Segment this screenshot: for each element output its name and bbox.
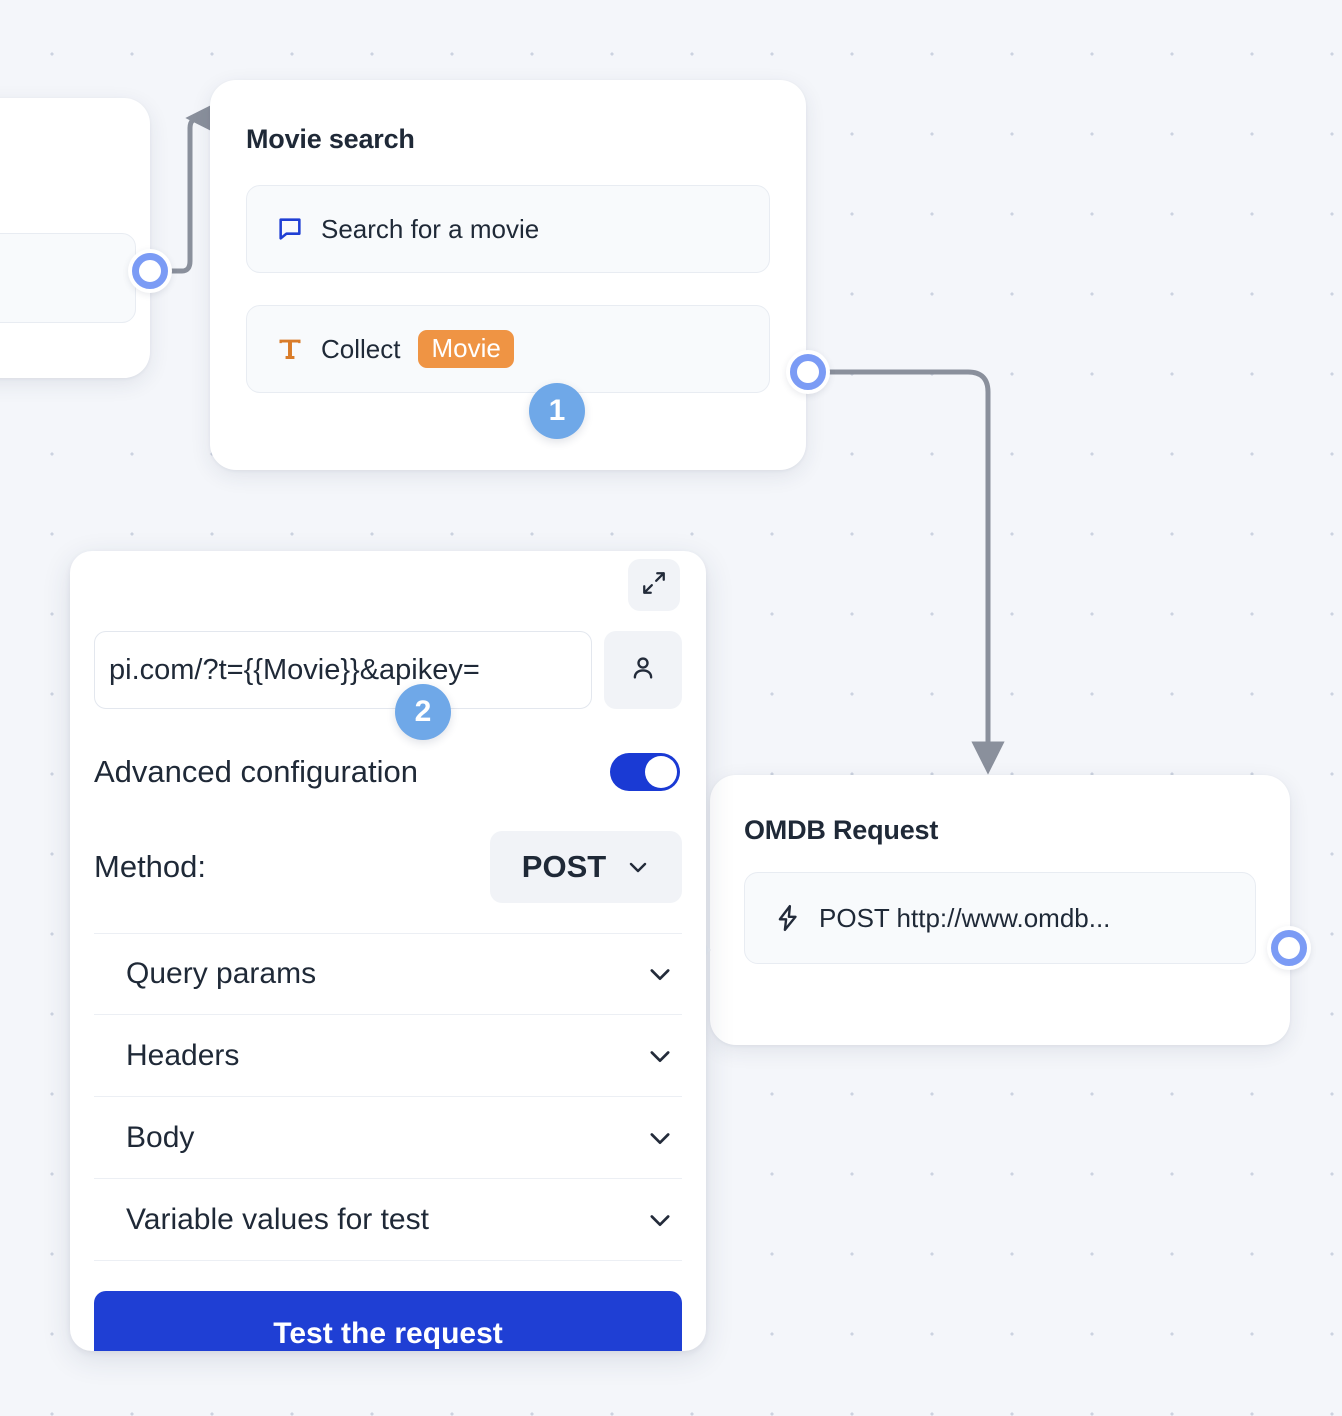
node-row-post-request[interactable]: POST http://www.omdb... <box>744 872 1256 964</box>
chevron-down-icon <box>626 855 650 879</box>
node-row-label: Search for a movie <box>321 213 540 244</box>
connector-left-to-movie-search <box>169 101 219 274</box>
section-variable-values-for-test[interactable]: Variable values for test <box>94 1179 682 1261</box>
request-config-panel[interactable]: pi.com/?t={{Movie}}&apikey= Advanced con… <box>70 551 706 1351</box>
advanced-configuration-toggle[interactable] <box>610 753 680 791</box>
node-title: Movie search <box>246 124 415 154</box>
section-label: Headers <box>126 1038 240 1072</box>
section-label: Variable values for test <box>126 1202 429 1236</box>
test-the-request-button[interactable]: Test the request <box>94 1291 682 1351</box>
partial-node-row[interactable] <box>0 233 136 323</box>
variable-tag-movie[interactable]: Movie <box>418 330 514 368</box>
node-row-label: Collect <box>321 333 401 364</box>
method-label: Method: <box>94 849 207 884</box>
lightning-bolt-icon <box>773 903 803 933</box>
text-t-icon <box>275 334 305 364</box>
node-row-collect-movie[interactable]: Collect Movie <box>246 305 770 393</box>
node-movie-search[interactable]: Movie search Search for a movie Collect … <box>210 80 806 470</box>
connector-movie-search-to-omdb <box>827 369 1005 775</box>
credentials-button[interactable] <box>604 631 682 709</box>
config-sections: Query params Headers Body Variable value… <box>94 933 682 1261</box>
method-select[interactable]: POST <box>490 831 682 903</box>
port-omdb-request-output[interactable] <box>1267 926 1311 970</box>
request-url-input[interactable]: pi.com/?t={{Movie}}&apikey= <box>94 631 592 709</box>
node-row-search-for-a-movie[interactable]: Search for a movie <box>246 185 770 273</box>
section-query-params[interactable]: Query params <box>94 933 682 1015</box>
expand-panel-button[interactable] <box>628 559 680 611</box>
section-headers[interactable]: Headers <box>94 1015 682 1097</box>
step-badge-2: 2 <box>395 684 451 740</box>
step-badge-1: 1 <box>529 383 585 439</box>
url-row: pi.com/?t={{Movie}}&apikey= <box>94 631 682 709</box>
chevron-down-icon <box>646 960 674 988</box>
chevron-down-icon <box>646 1042 674 1070</box>
section-label: Body <box>126 1120 195 1154</box>
chevron-down-icon <box>646 1206 674 1234</box>
node-title: OMDB Request <box>744 815 939 845</box>
port-left-node-output[interactable] <box>128 249 172 293</box>
chevron-down-icon <box>646 1124 674 1152</box>
method-value: POST <box>521 849 607 884</box>
expand-diagonal-icon <box>641 570 667 601</box>
speech-bubble-icon <box>275 214 305 244</box>
port-movie-search-output[interactable] <box>786 350 830 394</box>
section-label: Query params <box>126 957 317 990</box>
section-body[interactable]: Body <box>94 1097 682 1179</box>
person-icon <box>628 653 658 688</box>
advanced-configuration-row: Advanced configuration <box>94 753 682 791</box>
partial-node[interactable] <box>0 98 150 378</box>
node-omdb-request[interactable]: OMDB Request POST http://www.omdb... <box>695 775 1290 1045</box>
advanced-configuration-label: Advanced configuration <box>94 754 419 789</box>
node-row-label: POST http://www.omdb... <box>819 902 1111 933</box>
method-row: Method: POST <box>94 831 682 903</box>
